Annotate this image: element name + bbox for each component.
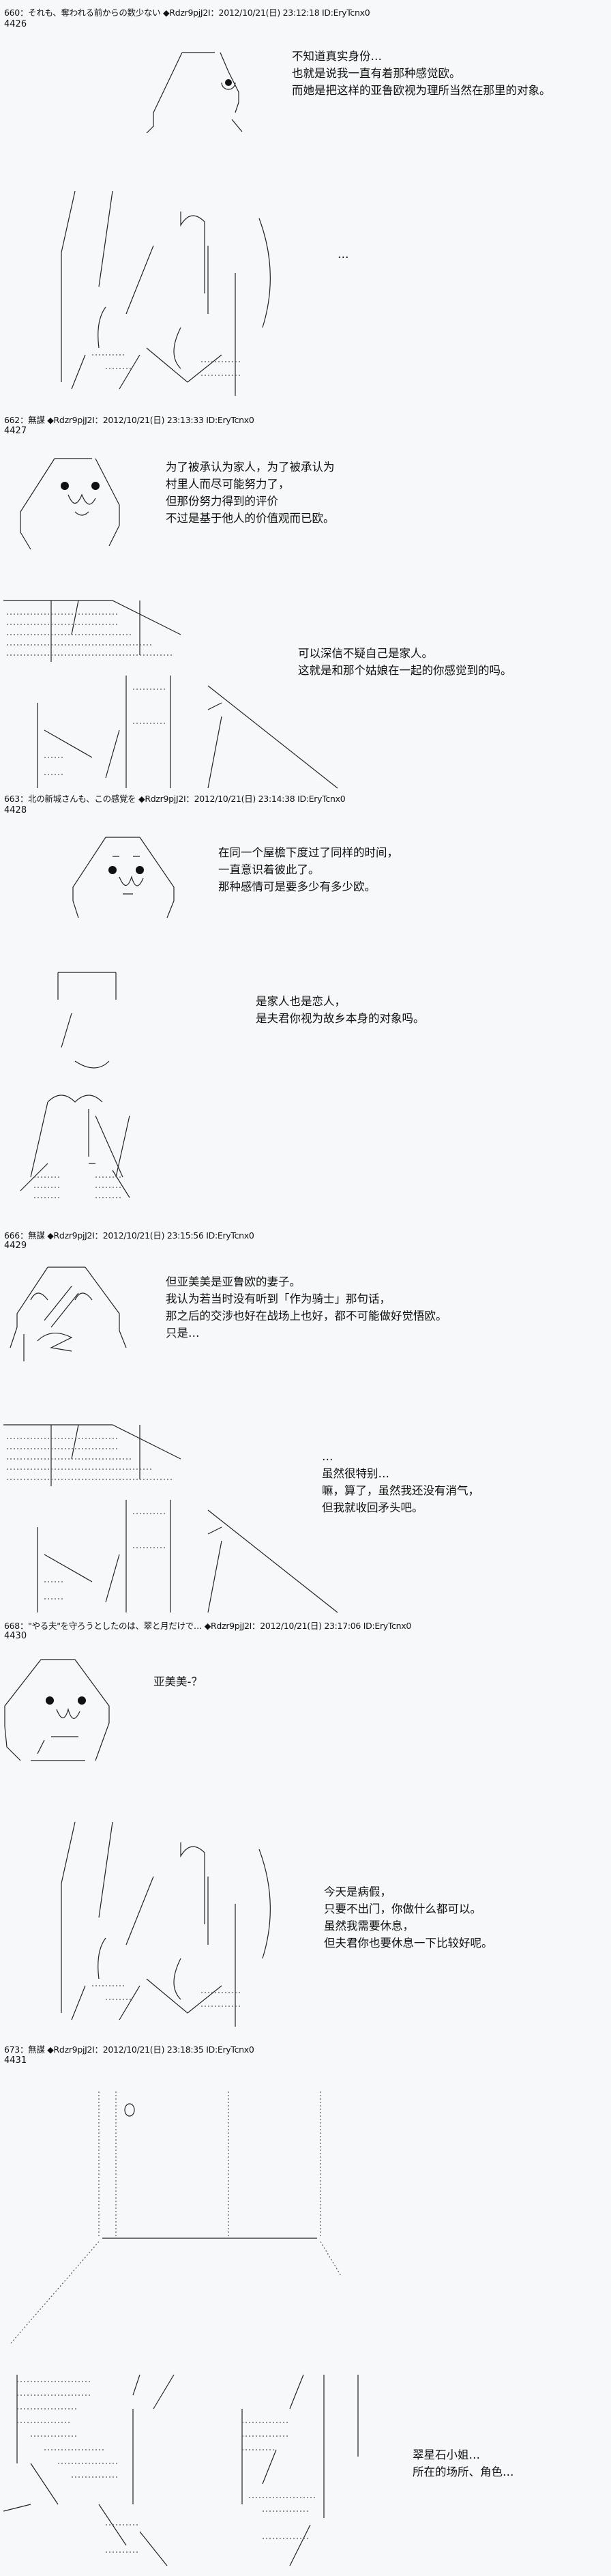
post-number: 4427 bbox=[4, 426, 27, 436]
dialogue-line: 是家人也是恋人， bbox=[256, 995, 346, 1008]
dialogue-line: 嘛，算了，虽然我还没有消气， bbox=[322, 1484, 479, 1497]
dialogue-line: 虽然很特别… bbox=[322, 1467, 389, 1480]
dialogue-box: 是家人也是恋人， 是夫君你视为故乡本身的对象吗。 bbox=[256, 993, 425, 1027]
dialogue-line: 不知道真实身份… bbox=[292, 50, 382, 63]
dialogue-line: 但我就收回矛头吧。 bbox=[322, 1501, 423, 1514]
post-number: 4429 bbox=[4, 1241, 27, 1251]
dialogue-line: 不过是基于他人的价值观而已欧。 bbox=[166, 512, 335, 525]
dialogue-line: … bbox=[322, 1450, 333, 1463]
dialogue-box: 不知道真实身份… 也就是说我一直有着那种感觉欧。而她是把这样的亚鲁欧视为理所当然在… bbox=[292, 48, 551, 99]
dialogue-line: 我认为若当时没有听到「作为骑士」那句话， bbox=[166, 1292, 391, 1305]
dialogue-box: 可以深信不疑自己是家人。这就是和那个姑娘在一起的你感觉到的吗。 bbox=[298, 645, 512, 679]
dialogue-box: 为了被承认为家人，为了被承认为村里人而尽可能努力了， 但那份努力得到的评价不过是基… bbox=[166, 459, 335, 527]
yaruo-face-art bbox=[72, 837, 175, 918]
dialogue-line: 为了被承认为家人，为了被承认为 bbox=[166, 461, 335, 474]
dialogue-line: 但那份努力得到的评价 bbox=[166, 495, 278, 508]
post-header: 663：北の新城さんも、この感覚を ◆Rdzr9pjJ2I：2012/10/21… bbox=[4, 794, 346, 804]
dialogue-line: 所在的场所、角色… bbox=[413, 2465, 514, 2478]
dialogue-line: 只是… bbox=[166, 1327, 200, 1340]
dialogue-ellipsis: … bbox=[338, 246, 349, 263]
dialogue-box: … 虽然很特别… 嘛，算了，虽然我还没有消气， 但我就收回矛头吧。 bbox=[322, 1448, 479, 1516]
post-header: 673：無謀 ◆Rdzr9pjJ2I：2012/10/21(日) 23:18:3… bbox=[4, 2044, 254, 2055]
dialogue-line: 这就是和那个姑娘在一起的你感觉到的吗。 bbox=[298, 664, 512, 677]
dialogue-line: 亚美美-？ bbox=[153, 1675, 203, 1688]
dialogue-box: 今天是病假， 只要不出门，你做什么都可以。虽然我需要休息， 但夫君你也要休息一下比较… bbox=[324, 1883, 493, 1952]
dialogue-line: 是夫君你视为故乡本身的对象吗。 bbox=[256, 1012, 425, 1025]
yaruo-face-side-art bbox=[146, 52, 243, 134]
post-number: 4431 bbox=[4, 2055, 27, 2066]
dialogue-line: 今天是病假， bbox=[324, 1885, 391, 1898]
dialogue-box: 翠星石小姐… 所在的场所、角色… bbox=[413, 2446, 514, 2480]
post-header: 660：それも、奪われる前からの数少ない ◆Rdzr9pjJ2I：2012/10… bbox=[4, 8, 370, 18]
dialogue-line: … bbox=[338, 248, 349, 261]
yaruo-face-hand-art bbox=[10, 1267, 127, 1361]
dialogue-line: 那之后的交涉也好在战场上也好，都不可能做好觉悟欧。 bbox=[166, 1309, 447, 1322]
dialogue-line: 翠星石小姐… bbox=[413, 2448, 480, 2461]
dialogue-line: 只要不出门，你做什么都可以。 bbox=[324, 1902, 481, 1915]
yaruo-face-art bbox=[20, 458, 120, 550]
dialogue-line: 村里人而尽可能努力了， bbox=[166, 478, 290, 491]
girl-portrait-art bbox=[61, 1821, 271, 2027]
dialogue-line: 但夫君你也要休息一下比较好呢。 bbox=[324, 1937, 493, 1950]
dialogue-box: 亚美美-？ bbox=[153, 1673, 203, 1690]
post-number: 4430 bbox=[4, 1631, 27, 1641]
empty-room-art bbox=[10, 2092, 342, 2345]
man-on-chair-art bbox=[3, 2374, 359, 2566]
dialogue-line: 但亚美美是亚鲁欧的妻子。 bbox=[166, 1275, 301, 1288]
man-with-sword-art bbox=[3, 1424, 338, 1613]
post-number: 4426 bbox=[4, 19, 27, 29]
dialogue-box: 但亚美美是亚鲁欧的妻子。我认为若当时没有听到「作为骑士」那句话， 那之后的交涉也好… bbox=[166, 1273, 447, 1342]
post-number: 4428 bbox=[4, 805, 27, 815]
post-header: 668："やる夫"を守ろうとしたのは、翠と月だけで… ◆Rdzr9pjJ2I：2… bbox=[4, 1621, 412, 1631]
post-header: 662：無謀 ◆Rdzr9pjJ2I：2012/10/21(日) 23:13:3… bbox=[4, 415, 254, 425]
post-header: 666：無謀 ◆Rdzr9pjJ2I：2012/10/21(日) 23:15:5… bbox=[4, 1230, 254, 1241]
dialogue-line: 在同一个屋檐下度过了同样的时间， bbox=[218, 846, 398, 859]
girl-portrait-art bbox=[61, 190, 271, 396]
dialogue-box: 在同一个屋檐下度过了同样的时间， 一直意识着彼此了。那种感情可是要多少有多少欧。 bbox=[218, 844, 398, 895]
dialogue-line: 虽然我需要休息， bbox=[324, 1920, 414, 1933]
dialogue-line: 而她是把这样的亚鲁欧视为理所当然在那里的对象。 bbox=[292, 84, 551, 97]
girl-sitting-art bbox=[20, 972, 130, 1198]
dialogue-line: 也就是说我一直有着那种感觉欧。 bbox=[292, 67, 461, 80]
yaruo-face-art bbox=[4, 1659, 110, 1761]
dialogue-line: 那种感情可是要多少有多少欧。 bbox=[218, 880, 376, 893]
man-with-sword-art bbox=[3, 600, 338, 789]
dialogue-line: 一直意识着彼此了。 bbox=[218, 863, 320, 876]
dialogue-line: 可以深信不疑自己是家人。 bbox=[298, 647, 433, 660]
